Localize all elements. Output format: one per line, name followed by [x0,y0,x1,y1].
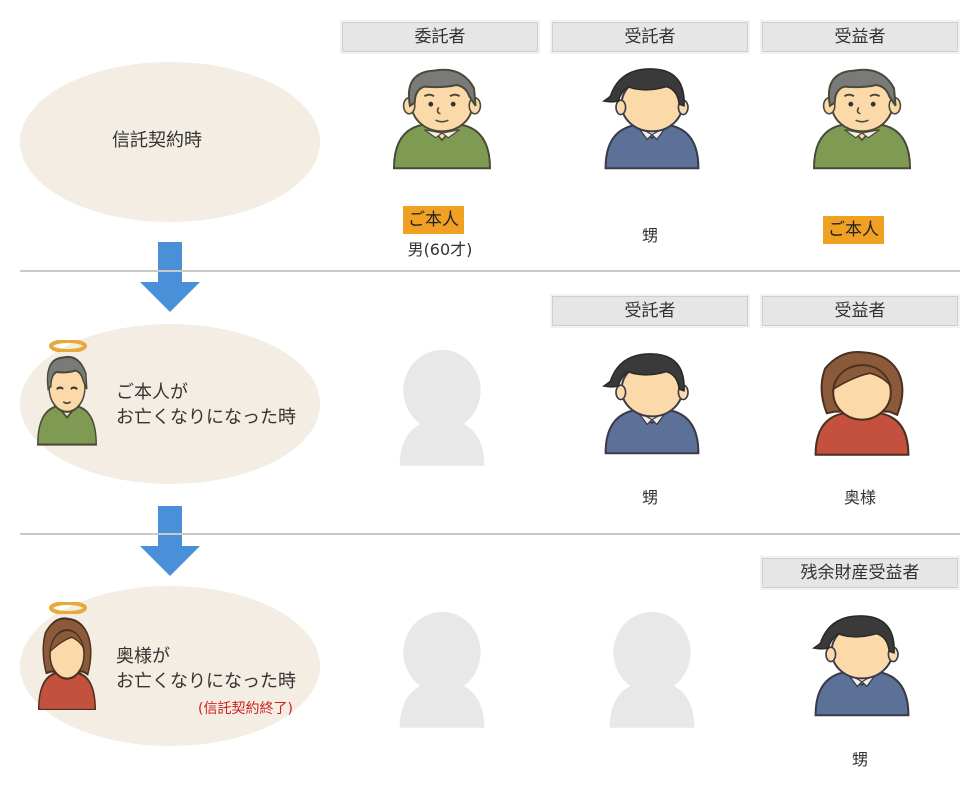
beneficiary-badge: ご本人 [823,216,884,244]
settlor-figure-old-man [393,68,491,170]
role-label-trustee: 受託者 [550,20,750,54]
halo-icon-2 [49,602,87,614]
role-label-residual-beneficiary: 残余財産受益者 [760,556,960,590]
stage-oval-contract [20,62,320,222]
beneficiary-figure-old-man [813,68,911,170]
role-label-beneficiary: 受益者 [760,20,960,54]
trust-end-note: (信託契約終了) [198,701,293,717]
beneficiary-figure-wife [814,350,910,456]
stage-label-principal-death-1: ご本人が [116,382,188,403]
empty-settlor-silhouette-2 [399,611,485,728]
trustee-figure-nephew [603,67,700,170]
settlor-desc: 男(60才) [407,240,473,259]
divider-2 [20,533,960,535]
deceased-wife-icon [37,617,97,710]
halo-icon [49,340,87,352]
trustee-name: 甥 [641,226,658,245]
deceased-principal-icon [36,355,98,446]
role-label-settlor: 委託者 [340,20,540,54]
down-arrow-1 [140,242,200,312]
stage-label-wife-death-1: 奥様が [116,646,170,667]
empty-settlor-silhouette [399,349,485,466]
residual-beneficiary-name: 甥 [851,750,868,769]
down-arrow-2 [140,506,200,576]
divider-1 [20,270,960,272]
role-label-trustee-2: 受託者 [550,294,750,328]
trustee-figure-nephew-2 [603,352,700,455]
role-label-beneficiary-2: 受益者 [760,294,960,328]
stage-label-contract: 信託契約時 [112,130,202,151]
beneficiary-name-wife: 奥様 [843,488,876,507]
empty-trustee-silhouette [609,611,695,728]
residual-beneficiary-figure-nephew [813,614,910,717]
stage-label-wife-death-2: お亡くなりになった時 [116,671,296,692]
settlor-badge: ご本人 [403,206,464,234]
stage-label-principal-death-2: お亡くなりになった時 [116,407,296,428]
trustee-name-2: 甥 [641,488,658,507]
